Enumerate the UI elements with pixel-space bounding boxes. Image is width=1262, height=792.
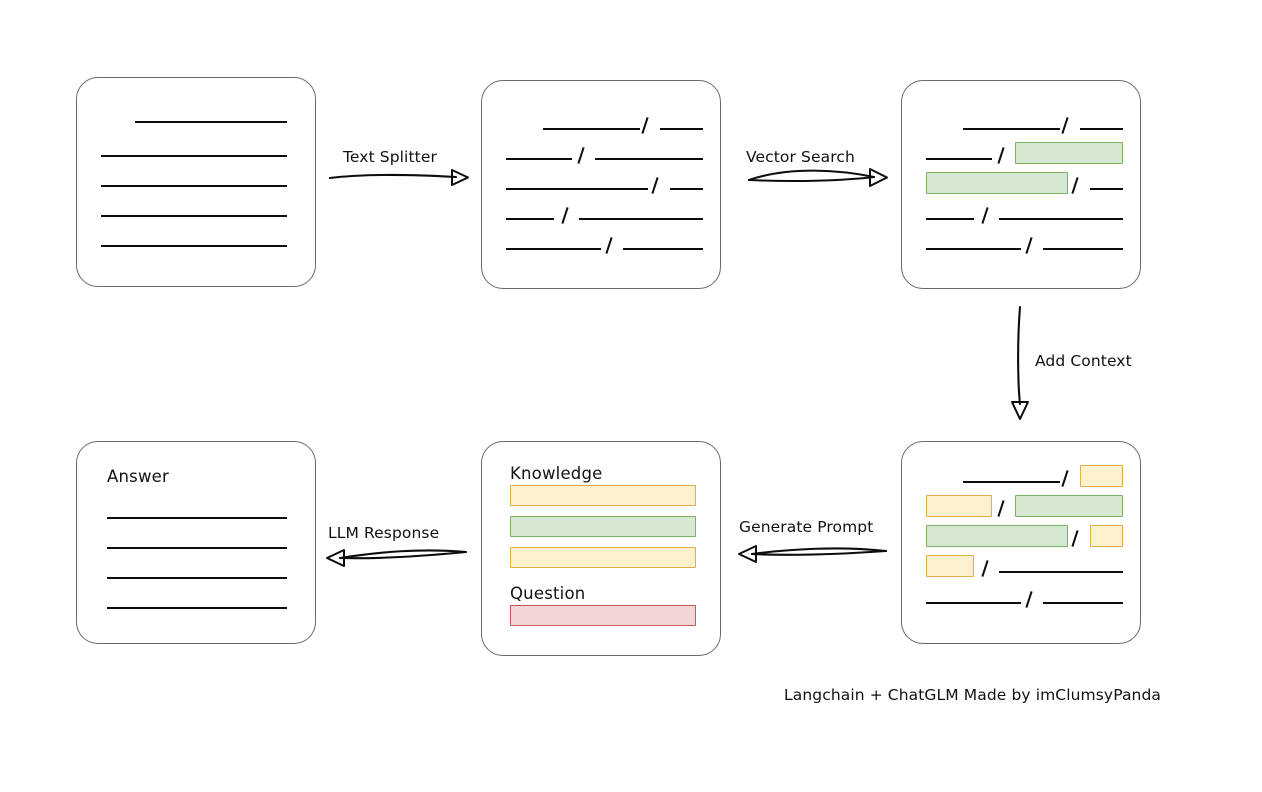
node-source-document — [76, 77, 316, 287]
slash-separator — [641, 117, 649, 134]
text-line — [135, 121, 287, 123]
text-line — [660, 128, 703, 130]
text-line — [107, 577, 287, 579]
slash-separator — [1061, 470, 1069, 487]
slash-separator — [561, 207, 569, 224]
highlight-chip-green — [510, 516, 696, 537]
arrow-vector-search — [747, 168, 888, 187]
slash-separator — [1025, 591, 1033, 608]
node-prompt-title-0: Knowledge — [510, 464, 603, 483]
slash-separator — [997, 147, 1005, 164]
text-line — [101, 245, 287, 247]
arrow-llm-response — [326, 549, 468, 567]
slash-separator — [1061, 117, 1069, 134]
node-split-chunks — [481, 80, 721, 289]
slash-separator — [1025, 237, 1033, 254]
highlight-chip-green — [926, 525, 1068, 547]
edge-label-vector-search: Vector Search — [746, 148, 855, 166]
slash-separator — [997, 500, 1005, 517]
highlight-chip-yellow — [510, 547, 696, 568]
highlight-chip-green — [1015, 495, 1123, 517]
text-line — [1043, 602, 1123, 604]
slash-separator — [605, 237, 613, 254]
slash-separator — [651, 177, 659, 194]
highlight-chip-yellow — [926, 495, 992, 517]
slash-separator — [1071, 177, 1079, 194]
text-line — [101, 185, 287, 187]
text-line — [101, 215, 287, 217]
highlight-chip-yellow — [510, 485, 696, 506]
highlight-chip-green — [926, 172, 1068, 194]
text-line — [506, 218, 554, 220]
text-line — [963, 481, 1060, 483]
node-answer: Answer — [76, 441, 316, 644]
highlight-chip-red — [510, 605, 696, 626]
edge-label-text-splitter: Text Splitter — [343, 148, 437, 166]
edge-label-generate-prompt: Generate Prompt — [739, 518, 874, 536]
highlight-chip-yellow — [1080, 465, 1123, 487]
node-prompt-title-1: Question — [510, 584, 586, 603]
text-line — [543, 128, 640, 130]
text-line — [1043, 248, 1123, 250]
text-line — [101, 155, 287, 157]
node-answer-title-0: Answer — [107, 467, 169, 486]
text-line — [107, 547, 287, 549]
node-context-added-chunks — [901, 441, 1141, 644]
footer-credit: Langchain + ChatGLM Made by imClumsyPand… — [784, 686, 1162, 704]
node-vector-search-results — [901, 80, 1141, 289]
text-line — [926, 158, 992, 160]
text-line — [999, 218, 1123, 220]
text-line — [1090, 188, 1123, 190]
arrow-text-splitter — [328, 169, 469, 186]
slash-separator — [1071, 530, 1079, 547]
highlight-chip-green — [1015, 142, 1123, 164]
text-line — [999, 571, 1123, 573]
arrow-add-context — [1011, 305, 1029, 420]
arrow-generate-prompt — [738, 545, 888, 563]
slash-separator — [981, 207, 989, 224]
edge-label-add-context: Add Context — [1035, 352, 1132, 370]
edge-label-llm-response: LLM Response — [328, 524, 440, 542]
text-line — [506, 158, 572, 160]
text-line — [1080, 128, 1123, 130]
slash-separator — [981, 560, 989, 577]
text-line — [963, 128, 1060, 130]
highlight-chip-yellow — [926, 555, 974, 577]
text-line — [926, 218, 974, 220]
text-line — [926, 602, 1021, 604]
text-line — [670, 188, 703, 190]
text-line — [107, 517, 287, 519]
text-line — [579, 218, 703, 220]
highlight-chip-yellow — [1090, 525, 1123, 547]
text-line — [107, 607, 287, 609]
text-line — [595, 158, 703, 160]
text-line — [623, 248, 703, 250]
text-line — [506, 188, 648, 190]
text-line — [926, 248, 1021, 250]
text-line — [506, 248, 601, 250]
slash-separator — [577, 147, 585, 164]
